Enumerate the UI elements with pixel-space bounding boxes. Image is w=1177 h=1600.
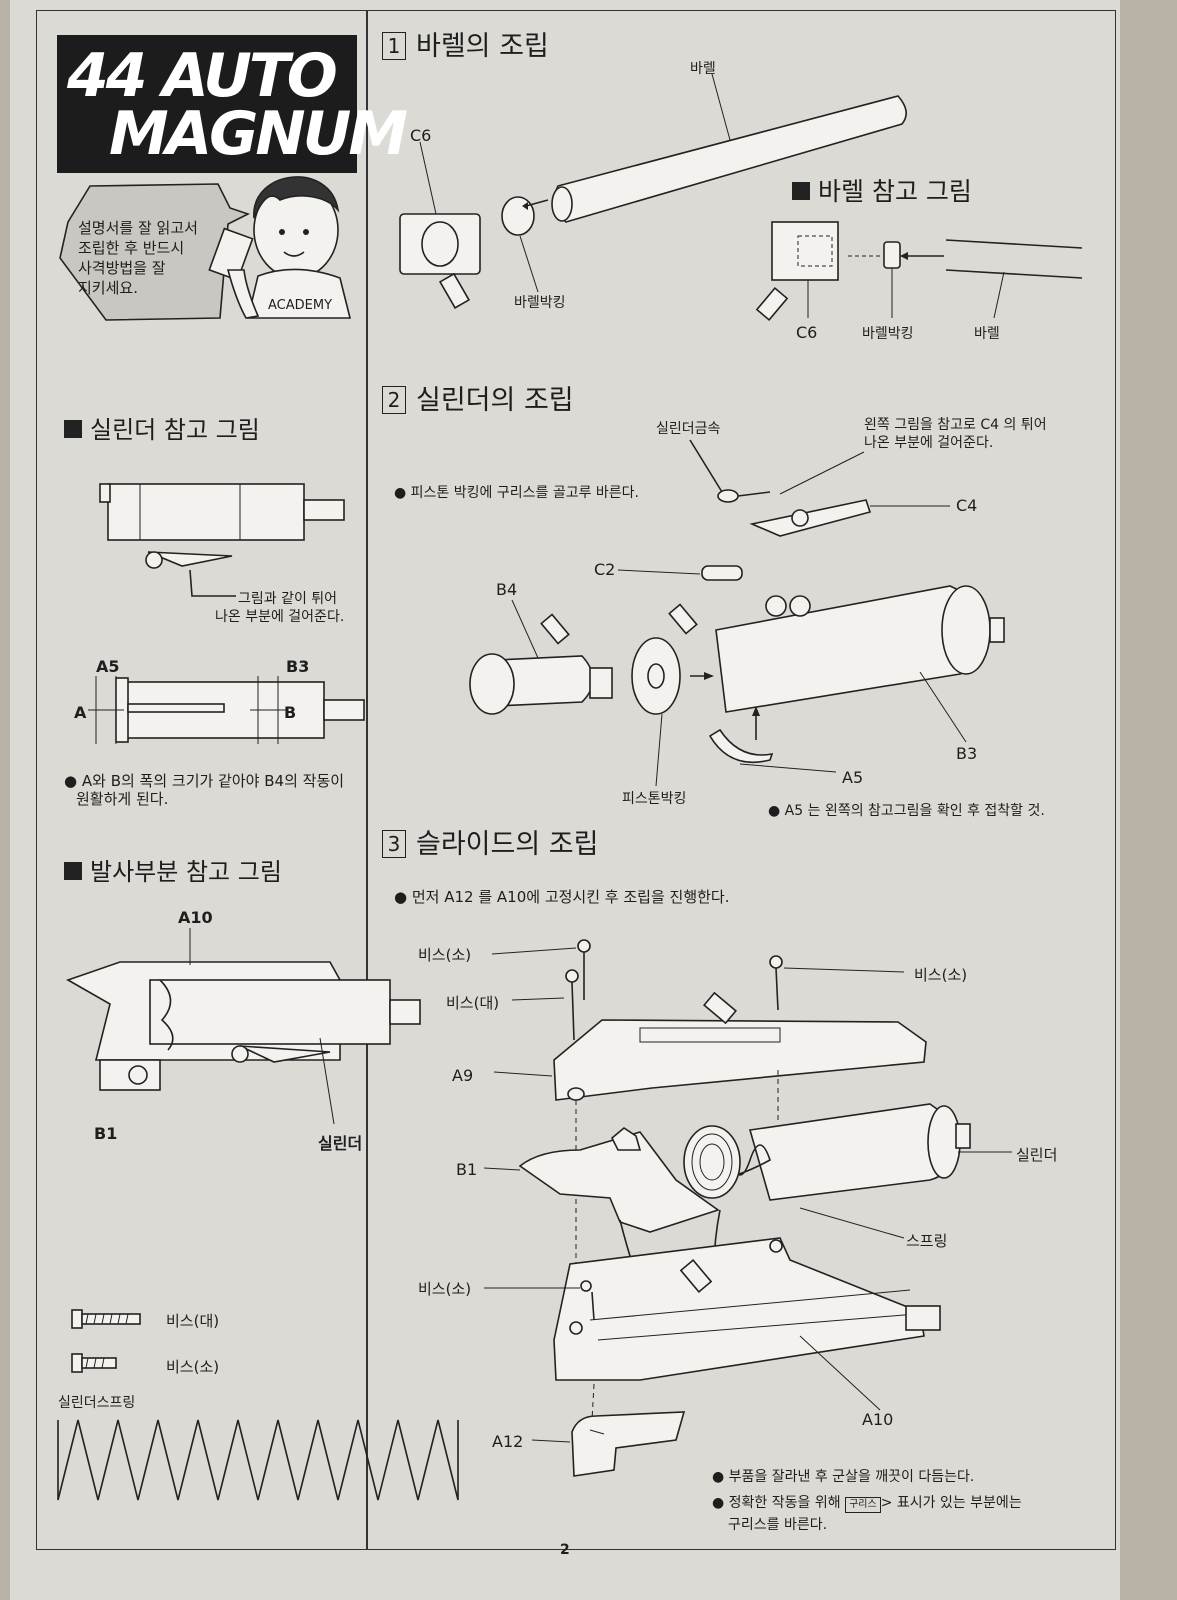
speech-line1: 설명서를 잘 읽고서: [78, 219, 198, 237]
fire-label-a10: A10: [178, 908, 213, 927]
fire-ref-heading: 발사부분 참고 그림: [64, 852, 282, 887]
cyl-ref-note2: 나온 부분에 걸어준다.: [215, 609, 345, 625]
step3-heading: 3 슬라이드의 조립: [382, 822, 598, 861]
cyl-ref-heading: 실린더 참고 그림: [64, 410, 260, 445]
bottom-note1-text: 부품을 잘라낸 후 군살을 깨끗이 다듬는다.: [728, 1469, 975, 1485]
bottom-note1: ● 부품을 잘라낸 후 군살을 깨끗이 다듬는다.: [712, 1469, 975, 1485]
column-divider: [366, 10, 368, 1550]
ab-label-a: A: [74, 703, 87, 722]
step2-label-b3: B3: [956, 744, 978, 763]
square-bullet-icon: [64, 862, 82, 880]
step2-label-b4: B4: [496, 580, 518, 599]
step3-title: 슬라이드의 조립: [416, 829, 599, 860]
step2-label-metal: 실린더금속: [656, 421, 721, 437]
speech-line2: 조립한 후 반드시: [78, 239, 185, 257]
step2-a5-note: ● A5 는 왼쪽의 참고그림을 확인 후 접착할 것.: [768, 803, 1045, 819]
speech-text: 설명서를 잘 읽고서 조립한 후 반드시 사격방법을 잘 지키세요.: [78, 218, 198, 298]
step3-number: 3: [382, 830, 406, 858]
step1-ref-title: 바렐 참고 그림: [818, 177, 972, 206]
ab-label-b3: B3: [286, 657, 310, 676]
ab-note2: 원활하게 된다.: [76, 790, 169, 808]
step2-label-c2: C2: [594, 560, 616, 579]
ab-note1: ● A와 B의 폭의 크기가 같아야 B4의 작동이: [64, 772, 345, 790]
shirt-text: ACADEMY: [268, 298, 333, 313]
step2-grease-note-text: 피스톤 박킹에 구리스를 골고루 바른다.: [410, 485, 640, 501]
speech-line4: 지키세요.: [78, 279, 138, 297]
screw-large-label: 비스(대): [166, 1312, 220, 1330]
step3-label-a10: A10: [862, 1410, 894, 1429]
step2-note-c4-1: 왼쪽 그림을 참고로 C4 의 튀어: [864, 417, 1047, 433]
step2-label-piston: 피스톤박킹: [622, 791, 687, 807]
step3-label-screw-s2: 비스(소): [914, 966, 968, 984]
content-frame: [36, 10, 1116, 1550]
product-title: 44 AUTO MAGNUM: [57, 35, 408, 173]
fire-label-b1: B1: [94, 1124, 118, 1143]
step3-first-note-text: 먼저 A12 를 A10에 고정시킨 후 조립을 진행한다.: [411, 888, 730, 906]
title-line1: 44 AUTO: [67, 41, 338, 111]
square-bullet-icon: [64, 420, 82, 438]
step3-label-spring: 스프링: [906, 1232, 948, 1250]
ab-label-b: B: [284, 703, 297, 722]
square-bullet-icon: [792, 182, 810, 200]
step1-number: 1: [382, 32, 406, 60]
page-number: 2: [560, 1542, 570, 1558]
step1-ref-barrel: 바렐: [974, 326, 1000, 342]
fire-ref-title: 발사부분 참고 그림: [90, 858, 282, 886]
step2-grease-note: ● 피스톤 박킹에 구리스를 골고루 바른다.: [394, 485, 640, 501]
step2-heading: 2 실린더의 조립: [382, 378, 574, 417]
step3-label-a12: A12: [492, 1432, 524, 1451]
cyl-ref-title: 실린더 참고 그림: [90, 416, 260, 444]
step3-label-cylinder: 실린더: [1016, 1146, 1058, 1164]
step2-a5-note-text: A5 는 왼쪽의 참고그림을 확인 후 접착할 것.: [784, 803, 1045, 819]
step1-label-c6: C6: [410, 126, 432, 145]
bottom-note3: 구리스를 바른다.: [728, 1517, 828, 1533]
cyl-ref-note1: 그림과 같이 튀어: [238, 591, 338, 607]
step2-label-c4: C4: [956, 496, 978, 515]
step3-label-screw-l: 비스(대): [446, 994, 500, 1012]
spring-label: 실린더스프링: [58, 1395, 136, 1411]
step3-label-screw-s1: 비스(소): [418, 946, 472, 964]
speech-line3: 사격방법을 잘: [78, 259, 166, 277]
step2-title: 실린더의 조립: [416, 385, 574, 416]
step3-label-screw-s3: 비스(소): [418, 1280, 472, 1298]
step1-label-packing: 바렐박킹: [514, 295, 566, 311]
step2-number: 2: [382, 386, 406, 414]
step1-ref-heading: 바렐 참고 그림: [792, 172, 972, 208]
step1-ref-packing: 바렐박킹: [862, 326, 914, 342]
ab-label-a5: A5: [96, 657, 120, 676]
title-line2: MAGNUM: [109, 99, 408, 169]
step1-ref-c6: C6: [796, 323, 818, 342]
step1-heading: 1 바렐의 조립: [382, 24, 549, 63]
fire-label-cylinder: 실린더: [318, 1134, 363, 1153]
bottom-note2: ● 정확한 작동을 위해 구리스> 표시가 있는 부분에는: [712, 1495, 1022, 1513]
bottom-note2a: 정확한 작동을 위해: [728, 1495, 841, 1511]
step3-label-a9: A9: [452, 1066, 474, 1085]
step2-label-a5: A5: [842, 768, 864, 787]
bottom-note2b: 표시가 있는 부분에는: [896, 1495, 1022, 1511]
ab-note1-text: A와 B의 폭의 크기가 같아야 B4의 작동이: [81, 772, 345, 790]
step3-first-note: ● 먼저 A12 를 A10에 고정시킨 후 조립을 진행한다.: [394, 888, 730, 906]
step3-label-b1: B1: [456, 1160, 478, 1179]
step2-note-c4-2: 나온 부분에 걸어준다.: [864, 435, 994, 451]
grease-tag-icon: 구리스: [845, 1497, 881, 1513]
screw-small-label: 비스(소): [166, 1358, 220, 1376]
step1-label-barrel: 바렐: [690, 61, 716, 77]
step1-title: 바렐의 조립: [416, 31, 549, 62]
